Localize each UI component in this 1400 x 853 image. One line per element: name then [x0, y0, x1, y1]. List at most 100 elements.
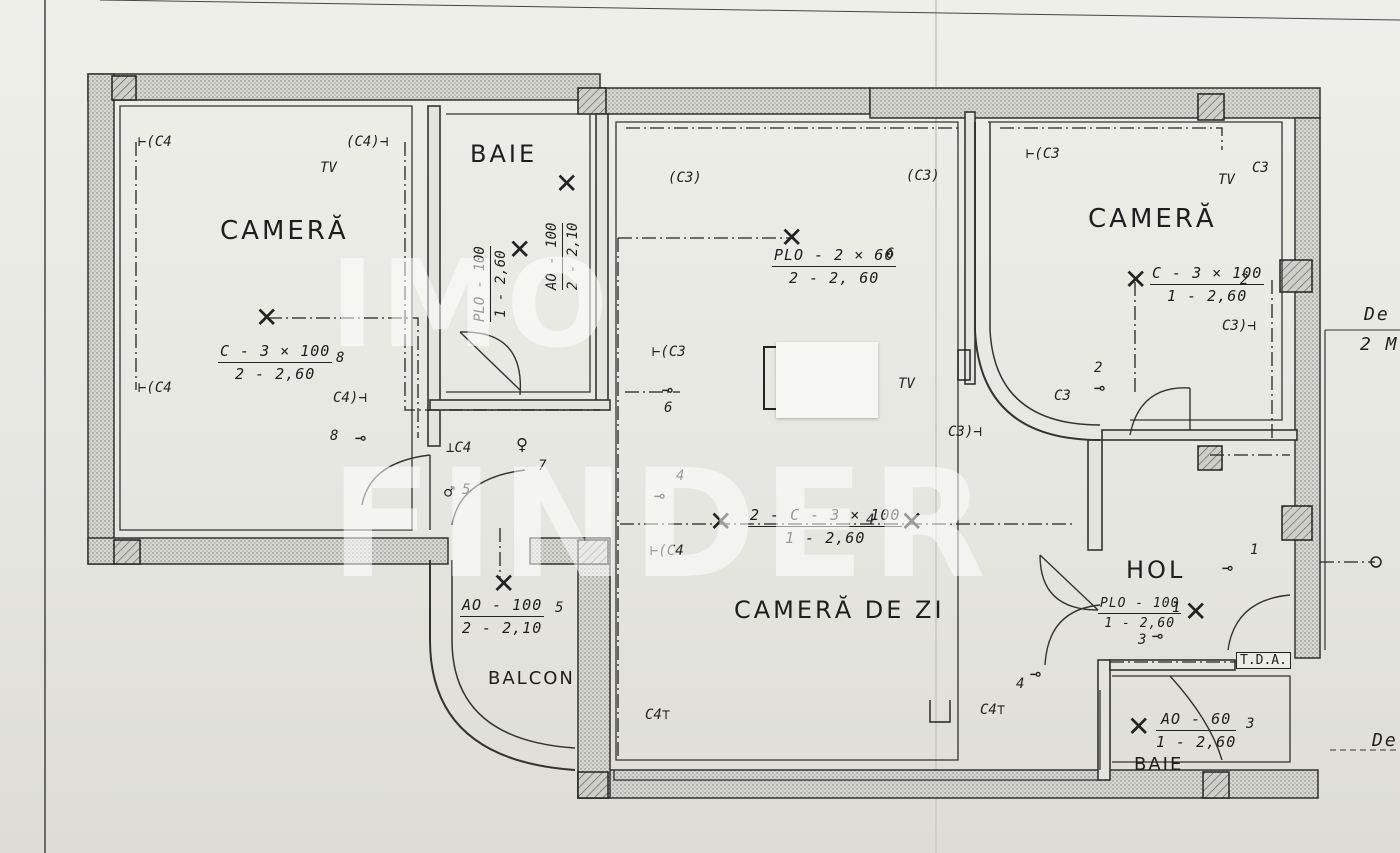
socket-c4-icon: ⊢(C4	[138, 134, 172, 150]
socket-label: C4	[154, 380, 172, 396]
room-label-camera-left: CAMERĂ	[220, 216, 349, 246]
switch-number: 2	[1094, 360, 1103, 376]
room-label-camera-right: CAMERĂ	[1088, 204, 1217, 234]
switch-icon: ⊸	[1094, 378, 1105, 399]
circuit-number: 6	[886, 246, 895, 262]
socket-c4-icon: ⊢(C4	[650, 543, 684, 559]
balcony-outline	[429, 560, 576, 771]
socket-label: C4	[154, 134, 172, 150]
socket-c3-icon: C3	[1252, 160, 1269, 176]
tv-label: TV	[898, 376, 915, 392]
socket-label: C3	[1042, 146, 1060, 162]
switch-number: 1	[1250, 542, 1259, 558]
socket-label: C4	[666, 543, 684, 559]
curved-wall	[974, 122, 1101, 441]
light-fixture-icon: ✕	[508, 233, 532, 266]
wiring-lines	[135, 127, 1375, 760]
fixture-spec: PLO - 100	[1098, 594, 1182, 614]
watermark-line-2: FINDER	[330, 438, 993, 612]
socket-label: C3	[1054, 388, 1071, 404]
fixture-height: 2 - 2, 60	[789, 269, 880, 287]
room-label-camera-de-zi: CAMERĂ DE ZI	[734, 596, 945, 624]
switch-number: 4	[1016, 676, 1025, 692]
light-fixture-icon: ✕	[555, 167, 579, 200]
room-outlines	[119, 105, 1291, 781]
circuit-number: 1	[1172, 600, 1181, 616]
circuit-number: 4	[866, 512, 875, 528]
light-fixture-icon: ✕	[1127, 710, 1151, 743]
structural-columns	[111, 75, 1313, 799]
socket-label: C4	[354, 134, 372, 150]
switch-number: 6	[664, 400, 673, 416]
room-label-hol: HOL	[1126, 556, 1186, 584]
socket-label: C3	[948, 424, 965, 440]
tv-socket-icon: TV	[898, 376, 915, 392]
room-label-baie-bottom: BAIE	[1134, 754, 1184, 775]
socket-c3-icon: (C3)	[668, 170, 702, 186]
socket-c3-icon: ⊢(C3	[652, 344, 686, 360]
light-fixture-icon: ✕	[1124, 263, 1148, 296]
socket-c3-icon: C3	[1054, 388, 1071, 404]
watermark-line-1: IMO	[330, 236, 615, 375]
fixture-spec: C - 3 × 100	[218, 340, 333, 363]
socket-label: C3	[914, 168, 932, 184]
fixture-label-right-room: C - 3 × 100 1 - 2,60	[1150, 262, 1265, 307]
socket-label: C3	[668, 344, 686, 360]
switch-number: 8	[330, 428, 339, 444]
socket-c4-icon: C4)⊣	[333, 390, 367, 406]
light-fixture-icon: ✕	[709, 505, 733, 538]
switch-icon: ⊸	[1152, 626, 1163, 647]
socket-c4-icon: ⊢(C4	[138, 380, 172, 396]
fixture-height: 1 - 2,60	[1167, 287, 1248, 305]
tv-socket-icon: TV	[1218, 172, 1235, 188]
switch-icon: ♀	[516, 432, 529, 456]
socket-label: C3	[1252, 160, 1269, 176]
socket-c4-icon: C4⊤	[980, 702, 1006, 718]
socket-c3-icon: ⊢(C3	[1026, 146, 1060, 162]
socket-c3-icon: C3)⊣	[948, 424, 982, 440]
switch-number: 5	[462, 482, 471, 498]
circuit-number: 3	[1246, 716, 1255, 732]
switch-icon: ⊸	[654, 486, 665, 507]
socket-c4-icon: (C4)⊣	[346, 134, 389, 150]
circuit-number: 5	[555, 600, 564, 616]
switch-icon: ⊸	[662, 380, 673, 401]
fixture-spec: C - 3 × 100	[1150, 262, 1265, 285]
socket-label: C3	[1222, 318, 1239, 334]
socket-label: C4	[454, 440, 472, 456]
circuit-number: 8	[336, 350, 345, 366]
fixture-height: 2 - 2,60	[235, 365, 316, 383]
socket-label: C3	[676, 170, 694, 186]
fixture-spec: AO - 100	[460, 594, 545, 617]
socket-c3-icon: (C3)	[906, 168, 940, 184]
switch-number: 3	[1138, 632, 1147, 648]
outer-walls	[87, 73, 1321, 799]
socket-c4-icon: ⊥C4	[446, 440, 472, 456]
fixture-spec: PLO - 2 × 60	[772, 244, 897, 267]
switch-icon: ⊸	[1030, 664, 1041, 685]
fixture-label-living-plo: PLO - 2 × 60 2 - 2, 60	[772, 244, 897, 289]
light-fixture-icon: ✕	[900, 505, 924, 538]
fixture-height: 2 - 2,10	[462, 619, 543, 637]
fixture-label-living-center: 2 - C - 3 × 100 1 - 2,60	[748, 504, 903, 549]
fixture-height: 1 - 2,60	[1104, 616, 1176, 631]
switch-number: 4	[676, 468, 685, 484]
socket-c3-icon: C3)⊣	[1222, 318, 1256, 334]
meter-icon	[929, 700, 951, 723]
fixture-label-hol: PLO - 100 1 - 2,60	[1098, 594, 1182, 633]
fixture-label-baie-bottom: AO - 60 1 - 2,60	[1156, 708, 1237, 753]
tv-socket-icon: TV	[320, 160, 337, 176]
tv-label: TV	[320, 160, 337, 176]
entrance-bell-icon	[1370, 556, 1382, 568]
socket-label: C4	[980, 702, 997, 718]
paper-sticker	[776, 342, 878, 418]
socket-label: C4	[645, 707, 662, 723]
fixture-label-balcon: AO - 100 2 - 2,10	[460, 594, 545, 639]
fixture-height: 1 - 2,60	[1156, 733, 1237, 751]
switch-number: 7	[538, 458, 547, 474]
switch-icon: ♂	[444, 482, 455, 503]
tv-label: TV	[1218, 172, 1235, 188]
fixture-label-left-room: C - 3 × 100 2 - 2,60	[218, 340, 333, 385]
